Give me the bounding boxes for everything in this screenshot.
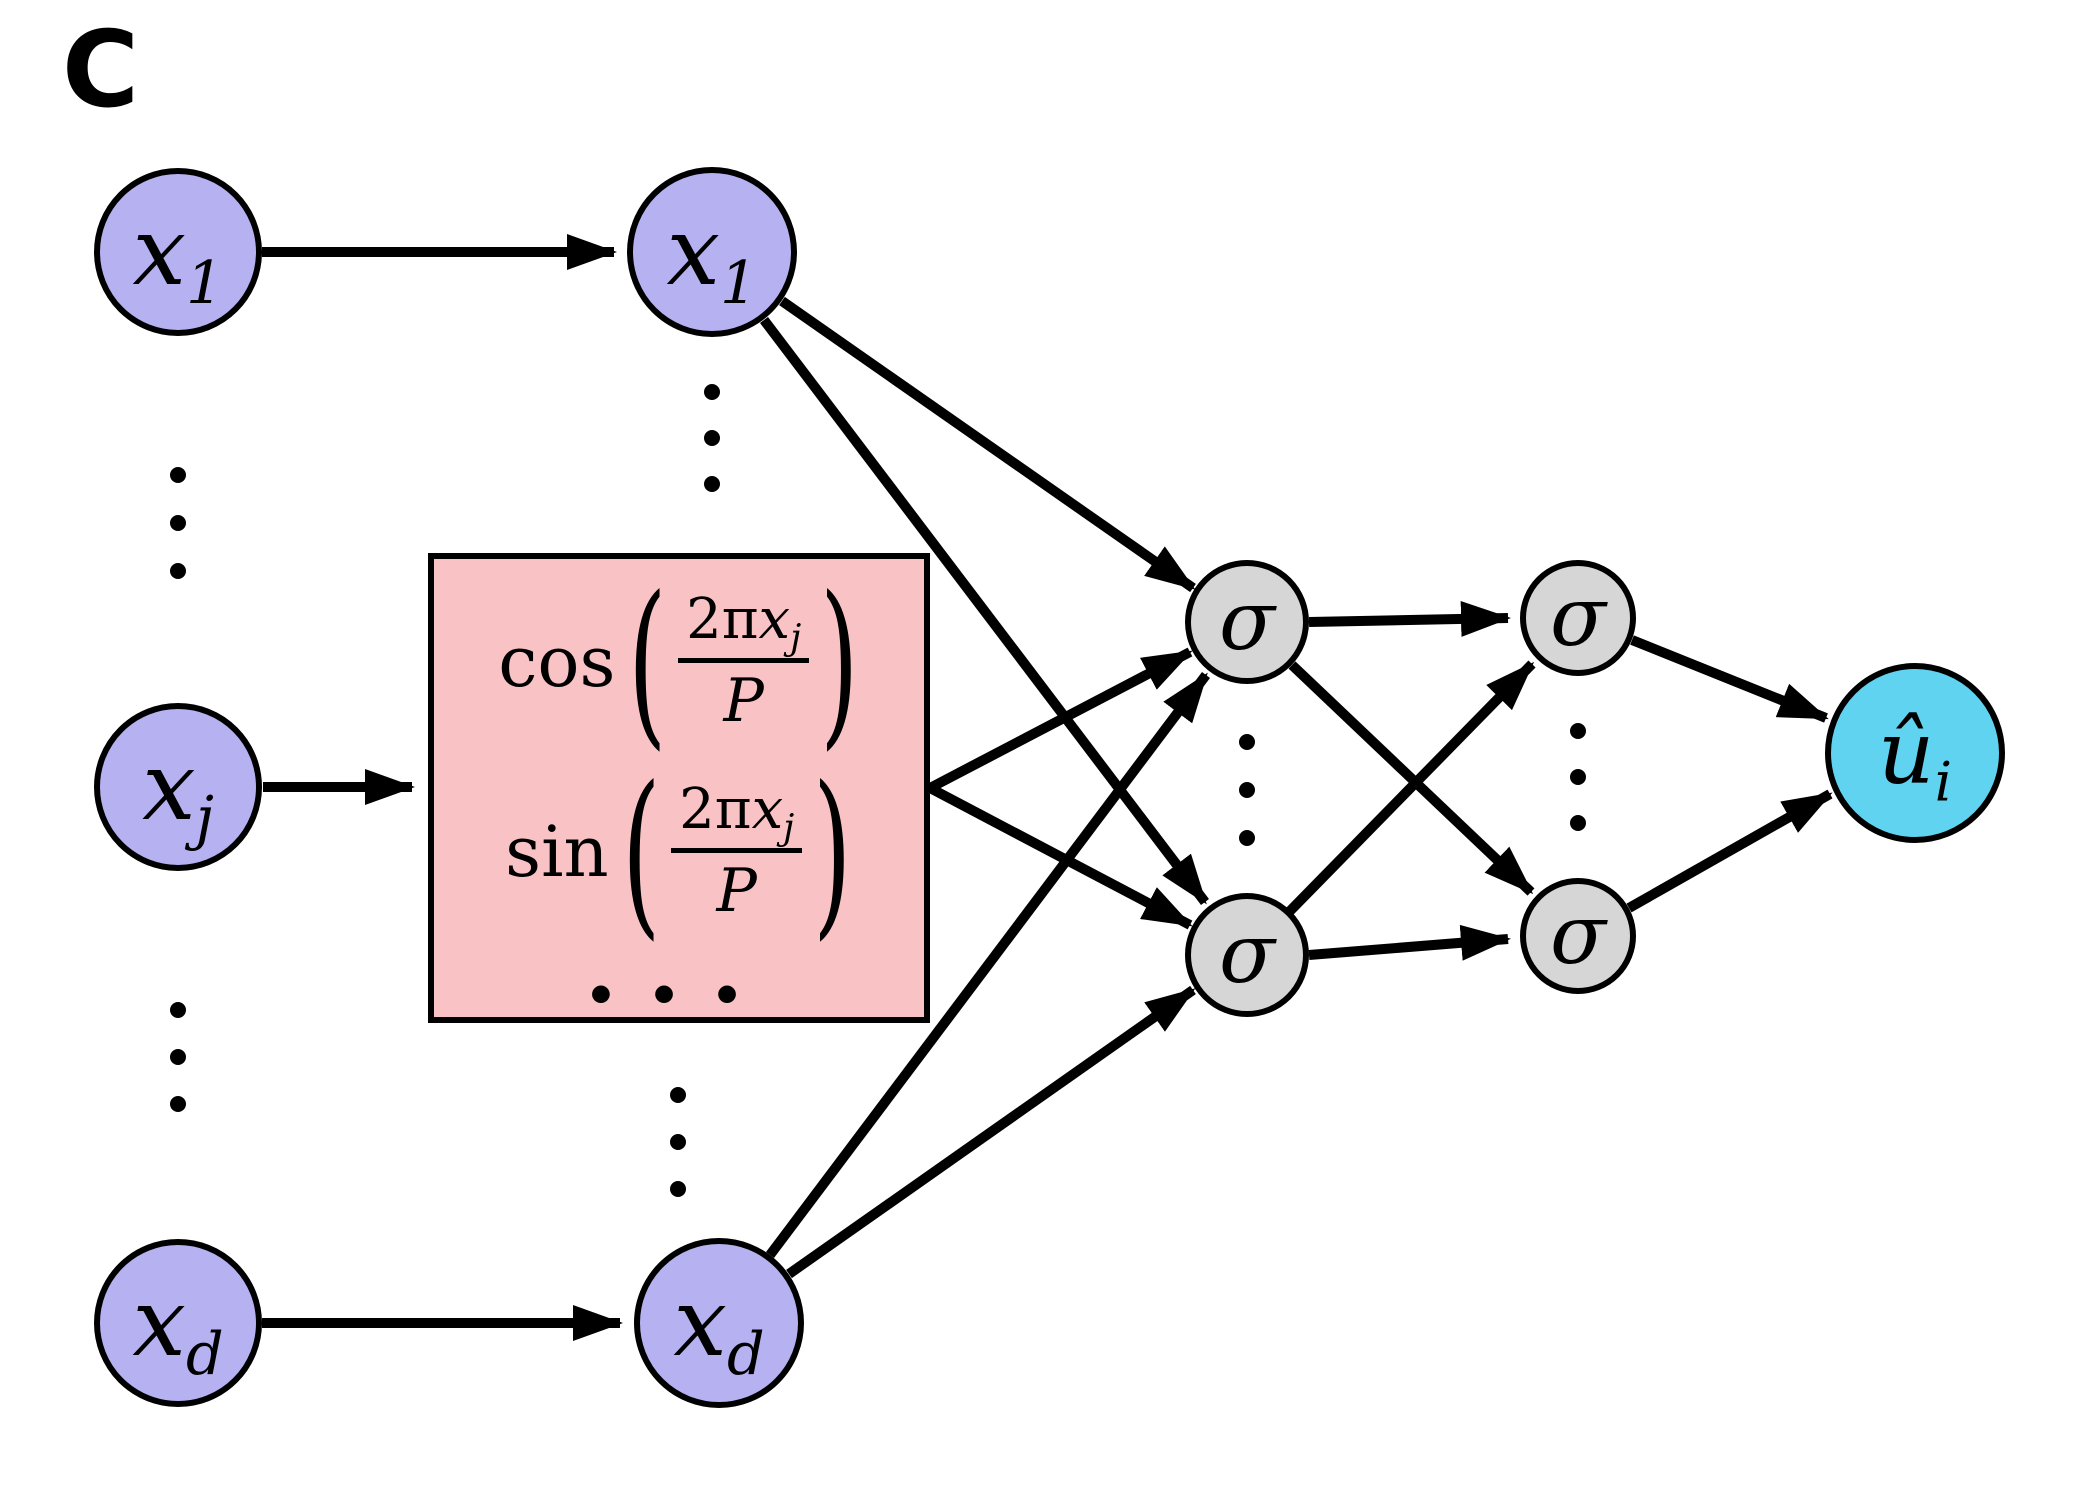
edge-sigma1-to-sigma3 xyxy=(1308,600,1511,637)
ellipsis-hidden2 xyxy=(1570,723,1586,831)
node-label: xd xyxy=(673,1267,765,1388)
node-label: xj xyxy=(142,731,214,852)
ellipsis-hidden1 xyxy=(1239,734,1255,846)
ellipsis-enc-top xyxy=(704,384,720,492)
sin-function: sin xyxy=(505,810,609,893)
node-output-ui: ûi xyxy=(1825,663,2005,843)
node-sigma-l2-bottom: σ xyxy=(1520,878,1636,994)
cos-formula: cos ( 2πxj P ) xyxy=(434,569,924,754)
node-sigma-l1-top: σ xyxy=(1185,560,1309,684)
edge-box-to-sigma1 xyxy=(927,647,1193,793)
node-input-x1: x1 xyxy=(94,168,262,336)
ellipsis-input-bottom xyxy=(170,1002,186,1112)
edge-enc-xd-to-sigma2 xyxy=(786,985,1196,1279)
node-enc-x1: x1 xyxy=(627,167,797,337)
edge-sigma4-to-output xyxy=(1626,789,1833,913)
node-input-xd: xd xyxy=(94,1239,262,1407)
node-input-xj: xj xyxy=(94,703,262,871)
denominator: P xyxy=(723,666,764,736)
node-label: x1 xyxy=(132,196,224,317)
edge-sigma1-to-sigma4 xyxy=(1288,661,1535,896)
box-ellipsis: ··· xyxy=(584,939,774,1050)
node-sigma-l1-bottom: σ xyxy=(1185,893,1309,1017)
cos-function: cos xyxy=(498,620,616,703)
edge-enc-xd-to-sigma1 xyxy=(766,671,1210,1259)
edge-sigma2-to-sigma4 xyxy=(1308,924,1511,961)
edge-enc-x1-to-sigma1 xyxy=(779,296,1196,593)
panel-label: C xyxy=(62,9,140,131)
node-label: σ xyxy=(1219,907,1275,1002)
denominator: P xyxy=(716,856,757,926)
node-label: ûi xyxy=(1877,701,1953,814)
node-label: σ xyxy=(1550,888,1606,983)
fraction: 2πxj P xyxy=(678,592,810,736)
node-sigma-l2-top: σ xyxy=(1520,560,1636,676)
open-paren: ( xyxy=(628,556,668,767)
close-paren: ) xyxy=(813,746,852,957)
node-label: σ xyxy=(1219,574,1275,669)
numerator: 2πxj xyxy=(678,592,810,663)
edge-enc-x1-to-sigma2 xyxy=(760,316,1209,906)
close-paren: ) xyxy=(820,556,859,767)
node-enc-xd: xd xyxy=(634,1238,804,1408)
node-label: σ xyxy=(1550,570,1606,665)
fraction: 2πxj P xyxy=(671,782,803,926)
ellipsis-input-top xyxy=(170,467,186,579)
edge-sigma3-to-output xyxy=(1630,635,1829,723)
node-label: x1 xyxy=(666,196,758,317)
node-label: xd xyxy=(132,1267,224,1388)
edge-sigma2-to-sigma3 xyxy=(1286,660,1536,915)
fourier-encoding-box: cos ( 2πxj P ) sin ( 2πxj P ) ··· xyxy=(428,553,930,1042)
ellipsis-enc-bottom xyxy=(670,1087,686,1197)
open-paren: ( xyxy=(621,746,661,957)
sin-formula: sin ( 2πxj P ) xyxy=(434,759,924,944)
numerator: 2πxj xyxy=(671,782,803,853)
edge-box-to-sigma2 xyxy=(927,783,1193,930)
